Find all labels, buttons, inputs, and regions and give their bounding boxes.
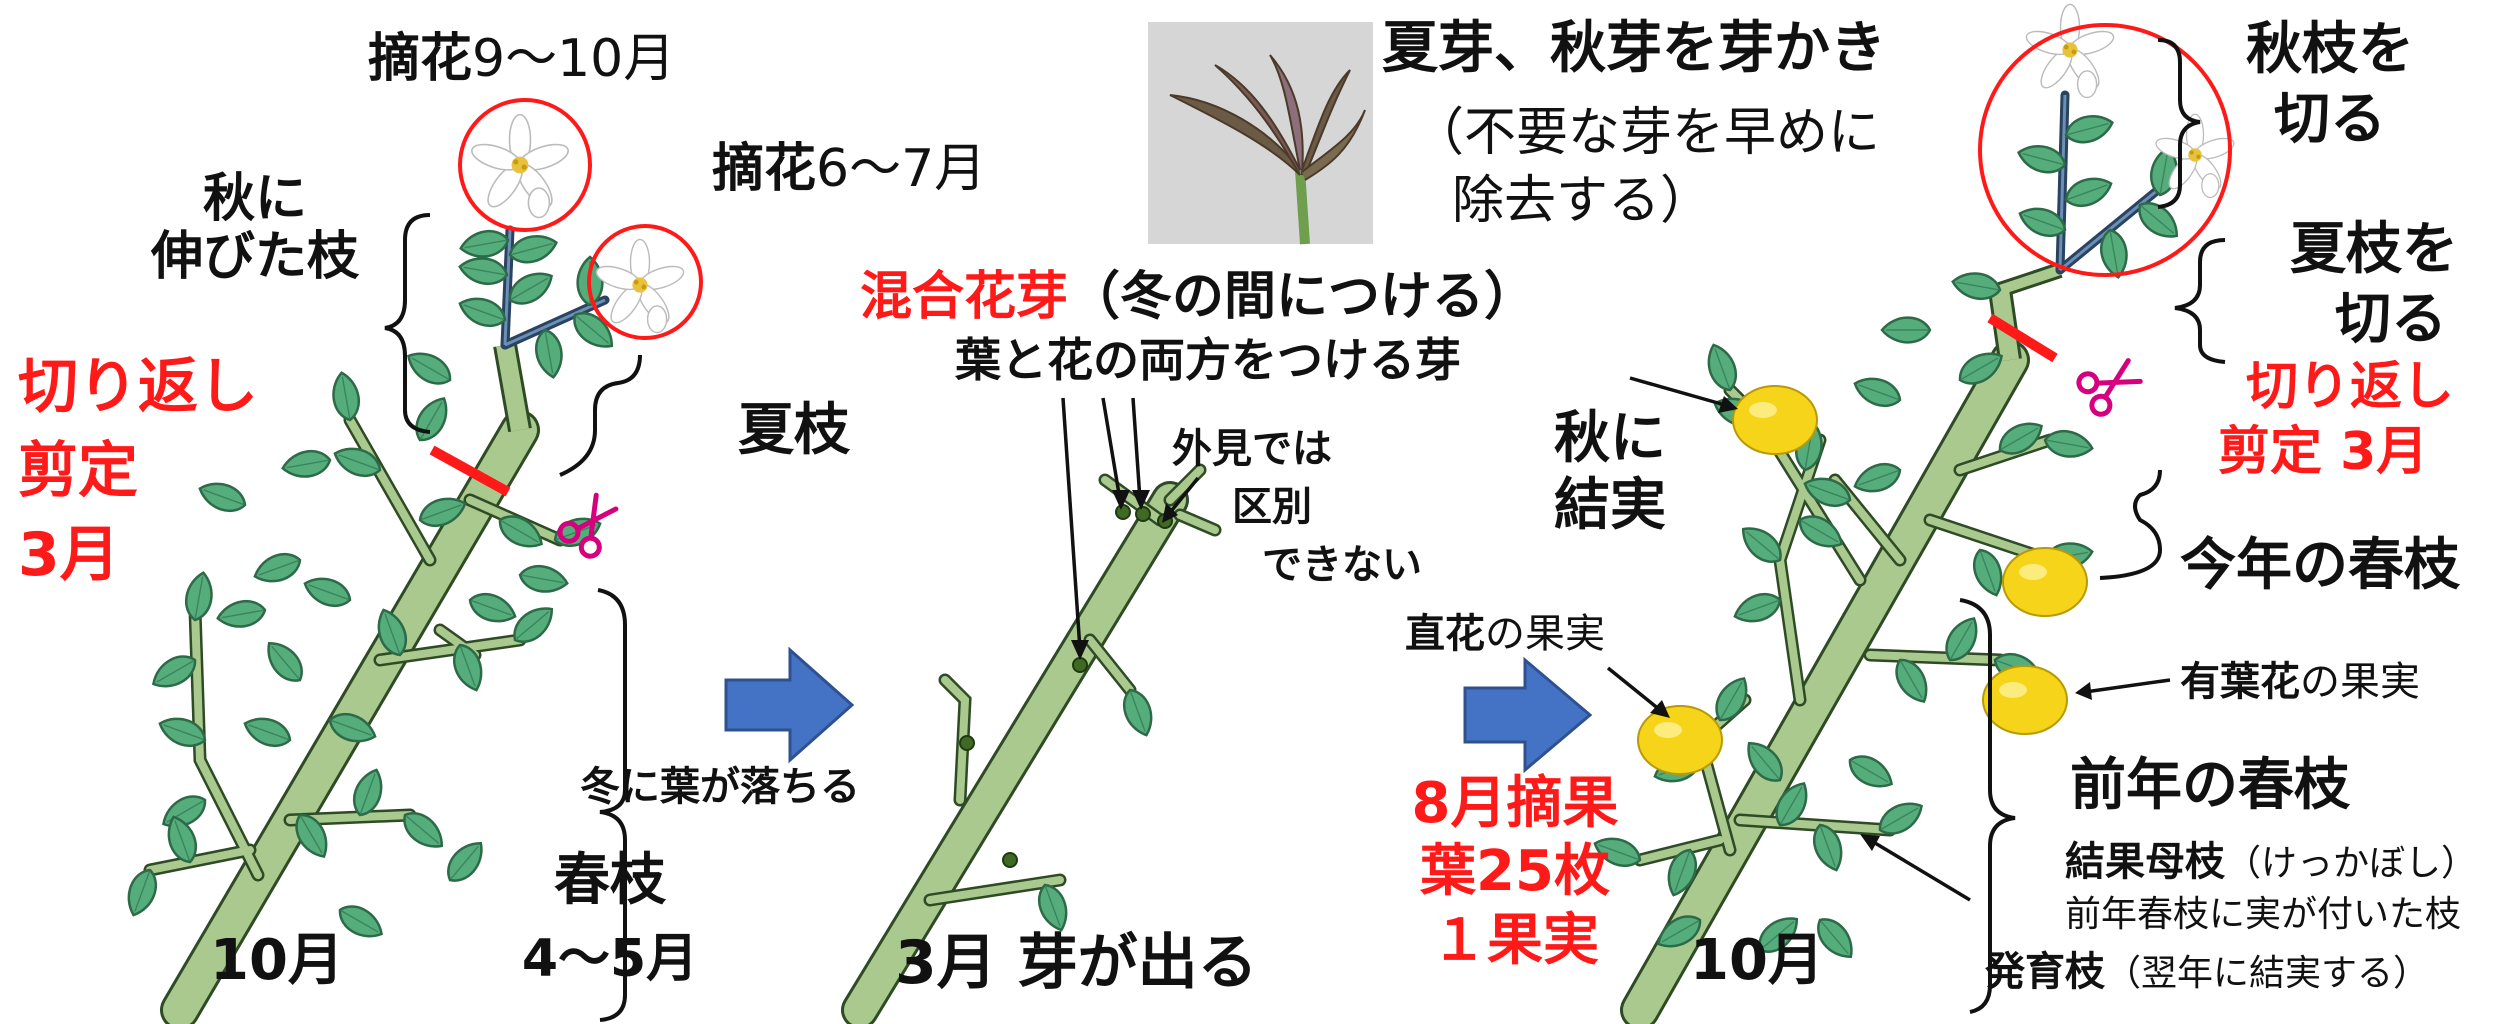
thinning-line1: 8月摘果 xyxy=(1411,771,1619,836)
march-buds-label: 3月 芽が出る xyxy=(895,928,1258,998)
arrow-icon xyxy=(724,646,855,764)
leafy-flower-bold: 有葉花 xyxy=(2180,659,2300,705)
autumn-branch-line2: 伸びた枝 xyxy=(150,227,359,288)
mixed-bud-note: （冬の間につける） xyxy=(1068,267,1537,327)
flower-icon xyxy=(468,113,572,219)
direct-flower-bold: 直花 xyxy=(1405,611,1485,657)
mother-branch-desc: 前年春枝に実が付いた枝 xyxy=(2065,894,2462,935)
lemon-icon xyxy=(1982,665,2068,735)
indistinguishable-line1: 外見では xyxy=(1172,426,1332,472)
month-label-left: 10月 xyxy=(210,928,344,993)
spring-branch-label: 春枝 xyxy=(554,848,666,913)
spring-months-label: 4～5月 xyxy=(521,929,699,989)
thinning-line3: １果実 xyxy=(1431,907,1599,973)
thinning-line2: 葉25枚 xyxy=(1420,839,1610,905)
disbud-note: （不要な芽を早めに 除去する） xyxy=(1412,100,1880,235)
mother-branch-label: 結果母枝（けっかぼし） xyxy=(2065,840,2477,885)
pinch-circle-oct xyxy=(458,98,592,232)
pinch-oct-months: 9～10月 xyxy=(472,29,676,89)
mother-branch-reading: （けっかぼし） xyxy=(2225,843,2478,884)
summer-branch-label: 夏枝 xyxy=(738,398,850,463)
disbud-note-line2: 除去する） xyxy=(1452,170,1713,231)
cut-mark xyxy=(1987,313,2058,363)
middle-branch xyxy=(841,397,1222,1024)
brace-summer-branch xyxy=(559,354,642,477)
left-branch xyxy=(120,98,703,1024)
disbud-title: 夏芽、秋芽を芽かき xyxy=(1382,16,1886,81)
pinch-oct-label: 摘花9～10月 xyxy=(368,30,675,88)
autumn-branch-line1: 秋に xyxy=(202,169,307,229)
cut-back-pruning-left: 切り返し 剪定 3月 xyxy=(18,345,258,597)
cut-summer-line2: 切る xyxy=(2335,287,2447,352)
direct-flower-fruit-label: 直花の果実 xyxy=(1405,612,1605,657)
cut-summer-line1: 夏枝を xyxy=(2290,217,2458,282)
leafy-flower-fruit-label: 有葉花の果実 xyxy=(2180,660,2420,705)
direct-flower-rest: の果実 xyxy=(1485,611,1605,657)
leaves-fall-caption: 冬に葉が落ちる xyxy=(580,764,860,810)
cut-autumn-line2: 切る xyxy=(2274,87,2386,152)
fruit-thinning-label: 8月摘果 葉25枚 １果実 xyxy=(1395,770,1635,975)
autumn-fruit-line2: 結実 xyxy=(1554,473,1666,539)
cut-back-line1: 切り返し xyxy=(18,352,258,422)
brace-summer-cut xyxy=(2174,238,2226,364)
autumn-fruit-label: 秋に 結実 xyxy=(1525,405,1695,539)
pinch-circle-jul xyxy=(587,224,703,340)
indistinguishable-label: 外見では 区別 できない xyxy=(1172,420,1422,594)
growing-branch-label: 発育枝（翌年に結実する） xyxy=(1985,950,2429,995)
lemon-icon xyxy=(1732,385,1818,455)
brace-last-year-spring xyxy=(1959,598,2016,1014)
cut-circle xyxy=(1978,23,2232,277)
indistinguishable-line2: 区別 xyxy=(1232,484,1312,530)
month-label-right: 10月 xyxy=(1690,928,1824,993)
cut-back-right-line2: 剪定 3月 xyxy=(2218,422,2429,482)
mixed-bud-heading: 混合花芽（冬の間につける） xyxy=(860,268,1536,326)
brace-spring-branch xyxy=(597,588,627,1022)
lemon-icon xyxy=(2002,547,2088,617)
lemon-icon xyxy=(1637,705,1723,775)
arrow-icon xyxy=(1463,656,1593,774)
flower-icon xyxy=(592,238,688,334)
leafy-flower-rest: の果実 xyxy=(2300,659,2420,705)
growing-branch-bold: 発育枝 xyxy=(1985,949,2105,995)
this-year-spring-label: 今年の春枝 xyxy=(2180,533,2460,598)
disbud-note-line1: （不要な芽を早めに xyxy=(1412,103,1881,163)
mixed-bud-title: 混合花芽 xyxy=(860,267,1069,327)
last-year-spring-label: 前年の春枝 xyxy=(2070,753,2350,818)
pinch-jul-months: 6～7月 xyxy=(816,139,987,199)
cut-back-line2: 剪定 xyxy=(18,436,138,506)
cut-autumn-line1: 秋枝を xyxy=(2246,17,2414,82)
pinch-oct-bold: 摘花 xyxy=(368,29,473,89)
bud-photo xyxy=(1148,22,1373,245)
mixed-bud-desc: 葉と花の両方をつける芽 xyxy=(955,333,1461,387)
flower-icon xyxy=(2022,3,2118,99)
pinch-jul-bold: 摘花 xyxy=(712,139,817,199)
autumn-branch-label: 秋に 伸びた枝 xyxy=(130,169,380,288)
brace-this-year-spring xyxy=(2099,469,2163,580)
brace-autumn-branch xyxy=(384,213,431,434)
cut-autumn-label: 秋枝を 切る xyxy=(2215,15,2445,155)
growing-branch-note: （翌年に結実する） xyxy=(2105,953,2430,994)
right-branch xyxy=(1589,3,2238,1024)
cut-back-pruning-right: 切り返し 剪定 3月 xyxy=(2218,355,2454,485)
cut-summer-label: 夏枝を 切る xyxy=(2290,215,2458,355)
cut-back-line3: 3月 xyxy=(18,520,120,590)
cut-mark xyxy=(429,445,511,497)
mother-branch-bold: 結果母枝 xyxy=(2065,839,2225,885)
brace-autumn-cut xyxy=(2157,38,2201,209)
pinch-jul-label: 摘花6～7月 xyxy=(712,140,986,198)
indistinguishable-line3: できない xyxy=(1262,542,1422,588)
scissors-icon xyxy=(556,489,624,559)
autumn-fruit-line1: 秋に xyxy=(1554,406,1666,471)
scissors-icon xyxy=(2076,352,2146,418)
cut-back-right-line1: 切り返し xyxy=(2246,357,2455,417)
